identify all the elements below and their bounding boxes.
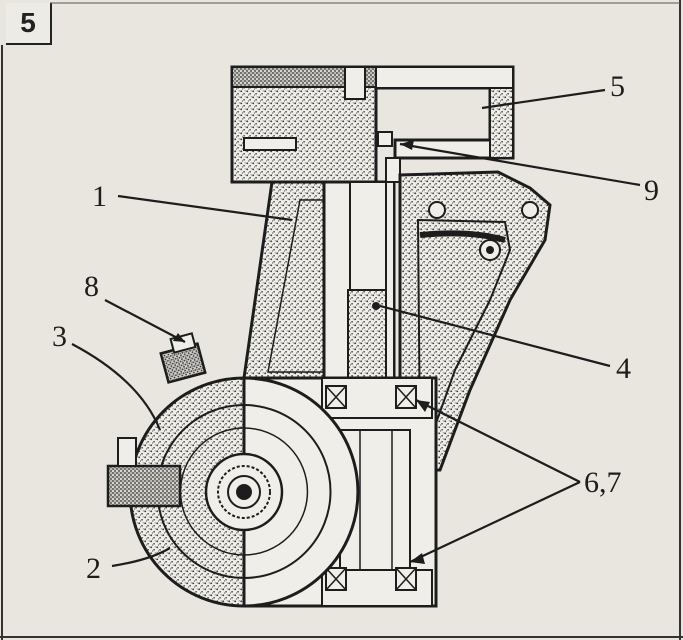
leader-5: [481, 88, 606, 110]
callout-3: 3: [52, 320, 67, 353]
flywheel: [243, 376, 360, 608]
leader-9: [399, 142, 641, 187]
leader-3: [71, 343, 162, 431]
callout-labels: 1 2 3 4 5 6,7 8 9: [52, 70, 659, 585]
magneto-housing: [106, 376, 246, 608]
leader-1: [117, 194, 293, 222]
upper-housing: [375, 65, 515, 160]
piston-rod: [322, 157, 401, 391]
callout-8: 8: [84, 270, 99, 303]
callout-6-7: 6,7: [584, 466, 622, 499]
leader-67a: [415, 399, 581, 483]
callout-1: 1: [92, 180, 107, 213]
spark-plug: [159, 332, 207, 384]
leader-lines: [71, 88, 641, 568]
figure-number: 5: [6, 3, 52, 45]
cylinder-head: [230, 65, 378, 184]
leader-2: [111, 547, 171, 568]
crankshaft-hub: [204, 452, 284, 532]
callout-9: 9: [644, 174, 659, 207]
callout-2: 2: [86, 552, 101, 585]
leader-8: [104, 299, 186, 343]
callout-5: 5: [610, 70, 625, 103]
leader-67b: [409, 481, 581, 563]
callout-4: 4: [616, 352, 631, 385]
leader-4: [379, 304, 611, 368]
